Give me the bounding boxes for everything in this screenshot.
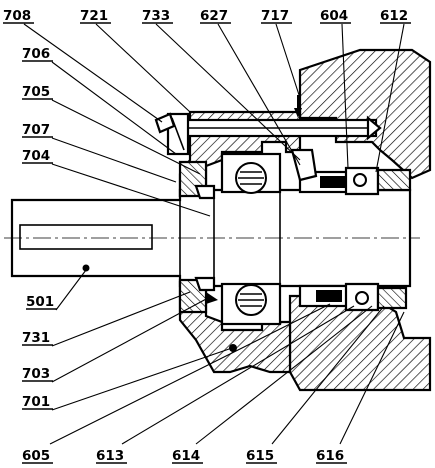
left-labels: 706 705 707 704 501 731 703 701 <box>22 46 57 410</box>
label-613: 613 <box>96 448 124 464</box>
retaining-ring <box>206 292 218 304</box>
leader-731 <box>51 291 191 347</box>
label-705: 705 <box>22 84 50 100</box>
seal-spring-lower <box>316 290 342 302</box>
drain-plug-dot <box>229 344 237 352</box>
seal-seat-lower <box>376 286 408 310</box>
seal-spring-upper <box>320 176 346 188</box>
pump-casing-upper <box>298 48 432 180</box>
gland-627 <box>290 148 318 182</box>
leader-604 <box>341 23 349 169</box>
label-704: 704 <box>22 148 50 164</box>
leader-721 <box>95 23 191 113</box>
leader-701 <box>51 347 233 411</box>
label-616: 616 <box>316 448 344 464</box>
label-612: 612 <box>380 8 408 24</box>
shaft-marker-dot <box>82 264 90 272</box>
lip-seal-lower <box>194 276 216 292</box>
label-701: 701 <box>22 394 50 410</box>
leader-605 <box>49 303 331 445</box>
bearing-bracket-lower <box>178 280 292 374</box>
upper-ball-shading <box>238 171 264 185</box>
label-733: 733 <box>142 8 170 24</box>
o-ring-upper <box>353 173 367 187</box>
leader-612 <box>375 23 405 173</box>
leader-717 <box>275 23 301 99</box>
o-ring-lower <box>355 291 369 305</box>
leader-705 <box>51 99 201 175</box>
label-627: 627 <box>200 8 228 24</box>
label-703: 703 <box>22 366 50 382</box>
label-706: 706 <box>22 46 50 62</box>
leader-704 <box>51 163 211 217</box>
assembly-drawing <box>4 48 432 392</box>
label-708: 708 <box>3 8 31 24</box>
leader-627 <box>217 23 301 166</box>
top-labels: 708 721 733 627 717 604 612 <box>3 8 411 24</box>
leader-614 <box>195 305 373 445</box>
label-614: 614 <box>172 448 200 464</box>
leader-707 <box>51 137 177 183</box>
leader-613 <box>121 305 355 445</box>
label-615: 615 <box>246 448 274 464</box>
lip-seal-upper <box>194 184 216 200</box>
leader-615 <box>271 305 385 445</box>
leader-706 <box>51 61 177 155</box>
leader-733 <box>155 23 301 161</box>
grease-nipple <box>154 112 176 134</box>
leader-501 <box>55 269 87 311</box>
bolt-tip <box>366 115 382 141</box>
label-501: 501 <box>26 294 54 310</box>
leader-708 <box>23 23 163 123</box>
bottom-labels: 605 613 614 615 616 <box>22 448 347 464</box>
lower-ball-shading <box>238 293 264 307</box>
leader-616 <box>339 311 405 445</box>
label-707: 707 <box>22 122 50 138</box>
label-717: 717 <box>261 8 289 24</box>
leader-lines <box>23 23 405 445</box>
marker-717-arrowhead <box>294 108 302 118</box>
label-605: 605 <box>22 448 50 464</box>
seal-seat-upper <box>376 168 412 192</box>
label-731: 731 <box>22 330 50 346</box>
leader-703 <box>51 297 209 383</box>
label-721: 721 <box>80 8 108 24</box>
shaft-keyway <box>19 224 153 250</box>
label-604: 604 <box>320 8 348 24</box>
